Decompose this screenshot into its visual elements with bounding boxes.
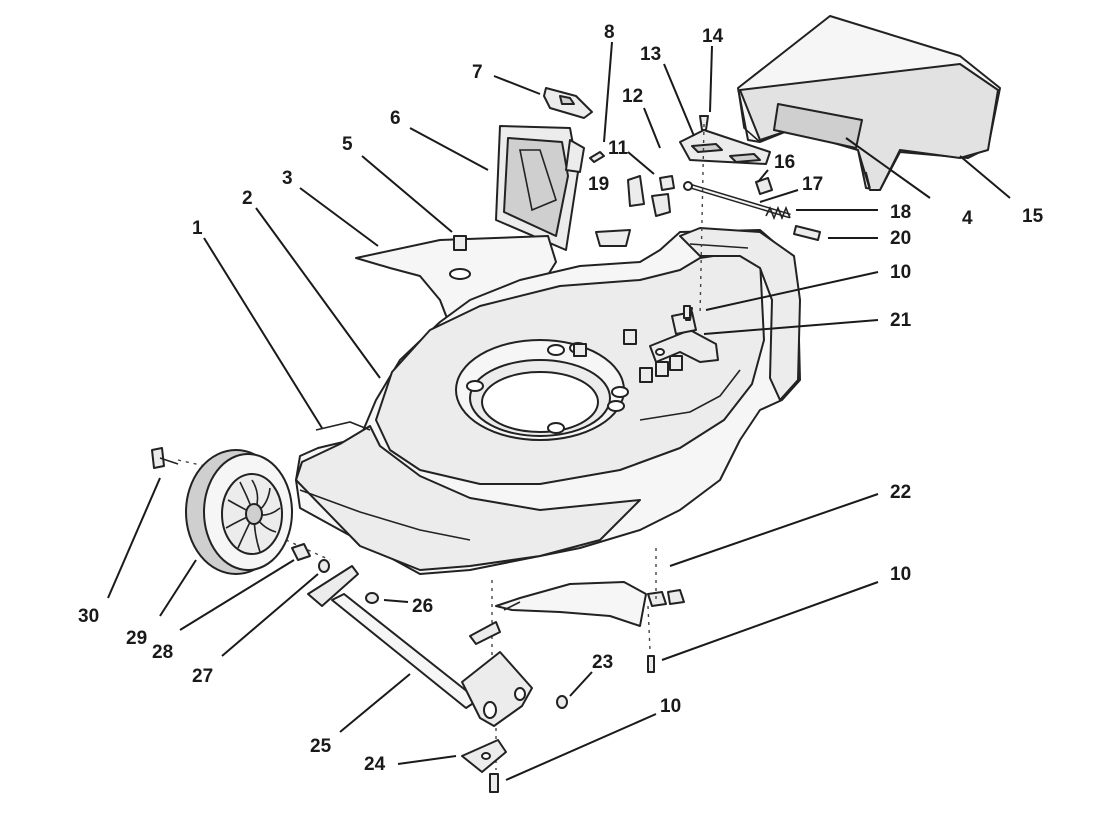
latch-16 [755,177,773,195]
nut-23 [556,695,568,709]
callout-10-upper: 10 [890,262,911,283]
bushing-28 [291,543,311,561]
callout-29: 29 [126,628,147,649]
callout-10-lower: 10 [660,696,681,717]
wheel-bolt-30 [151,447,179,469]
rear-wheel [185,449,293,575]
callout-6: 6 [390,108,401,129]
callout-24: 24 [364,754,386,775]
callout-14: 14 [702,26,724,47]
hinge-rod [683,181,791,219]
plate-24 [461,739,507,773]
callout-26: 26 [412,596,433,617]
callout-12: 12 [622,86,643,107]
callout-20: 20 [890,228,911,249]
wheel-axle [307,565,533,727]
washer-27 [318,559,330,573]
callout-17: 17 [802,174,823,195]
callout-3: 3 [282,168,293,189]
callout-30: 30 [78,606,99,627]
callout-19: 19 [588,174,609,195]
nut-26 [365,592,379,604]
pin-8 [589,151,605,163]
leader-lines [107,41,1011,781]
callout-25: 25 [310,736,332,757]
callout-10-middle: 10 [890,564,911,585]
callout-4: 4 [962,208,973,229]
callout-1: 1 [192,218,203,239]
callout-23: 23 [592,652,613,673]
grass-bag [737,15,1001,191]
callout-labels: 1 2 3 5 6 7 8 13 14 12 11 19 16 17 18 20… [78,22,1044,775]
callout-5: 5 [342,134,353,155]
handle-knob [543,87,593,119]
callout-22: 22 [890,482,911,503]
baffle-22 [495,581,685,627]
callout-7: 7 [472,62,483,83]
callout-8: 8 [604,22,615,43]
callout-28: 28 [152,642,173,663]
callout-16: 16 [774,152,795,173]
callout-13: 13 [640,44,661,65]
hood-cover [679,115,771,165]
mower-deck [295,175,801,575]
spring [765,205,791,221]
callout-21: 21 [890,310,912,331]
callout-11: 11 [608,138,629,159]
discharge-chute [495,125,585,251]
pin-20 [793,225,821,241]
deck-bosses [466,329,683,434]
callout-2: 2 [242,188,253,209]
callout-27: 27 [192,666,213,687]
callout-15: 15 [1022,206,1044,227]
callout-18: 18 [890,202,911,223]
screws-10 [489,305,691,793]
